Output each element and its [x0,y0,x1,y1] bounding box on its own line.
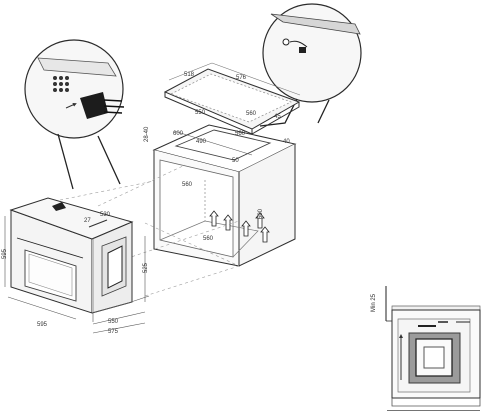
terminal-detail [24,39,125,190]
oven-drawing: 530 27 595 550 575 595 525 [2,197,150,335]
min-clearance-label: Min 25 [371,293,377,312]
hob-cutout-left-label: 550 [195,110,206,116]
hob-cutout-depth-label: 490 [196,139,207,145]
cabinet-drawing: 600 560 40 490 50 560 560 28-40 600 [144,124,297,267]
cabinet-width-label: 600 [173,131,184,137]
oven-base-label: 550 [108,319,119,325]
oven-base-total-label: 575 [108,329,119,335]
cabinet-top-label: 50 [232,158,239,164]
cabinet-depth-side-label: 28-40 [144,126,150,142]
oven-width-label: 595 [37,322,48,328]
airflow-arrows [209,210,270,243]
connector-detail [259,3,362,127]
cabinet-height-label: 600 [258,208,264,219]
cabinet-depth-a-label: 560 [235,131,246,137]
cabinet-inner-width-label: 560 [203,236,214,242]
cabinet-front-clearance-label: 40 [283,139,290,145]
hob-width-label: 576 [236,75,247,81]
oven-depth-label: 530 [100,212,111,218]
hob-depth-label: 518 [184,72,195,78]
hob-drawing: 518 576 550 560 45 [163,62,301,135]
cabinet-inner-depth-label: 560 [182,182,193,188]
hob-side-label: 45 [274,114,281,120]
side-clearance-detail: Min 25 [371,286,481,411]
oven-height-label: 595 [2,248,8,259]
hob-cutout-width-label: 560 [246,111,257,117]
oven-top-label: 27 [84,218,91,224]
oven-side-label: 525 [143,262,149,273]
